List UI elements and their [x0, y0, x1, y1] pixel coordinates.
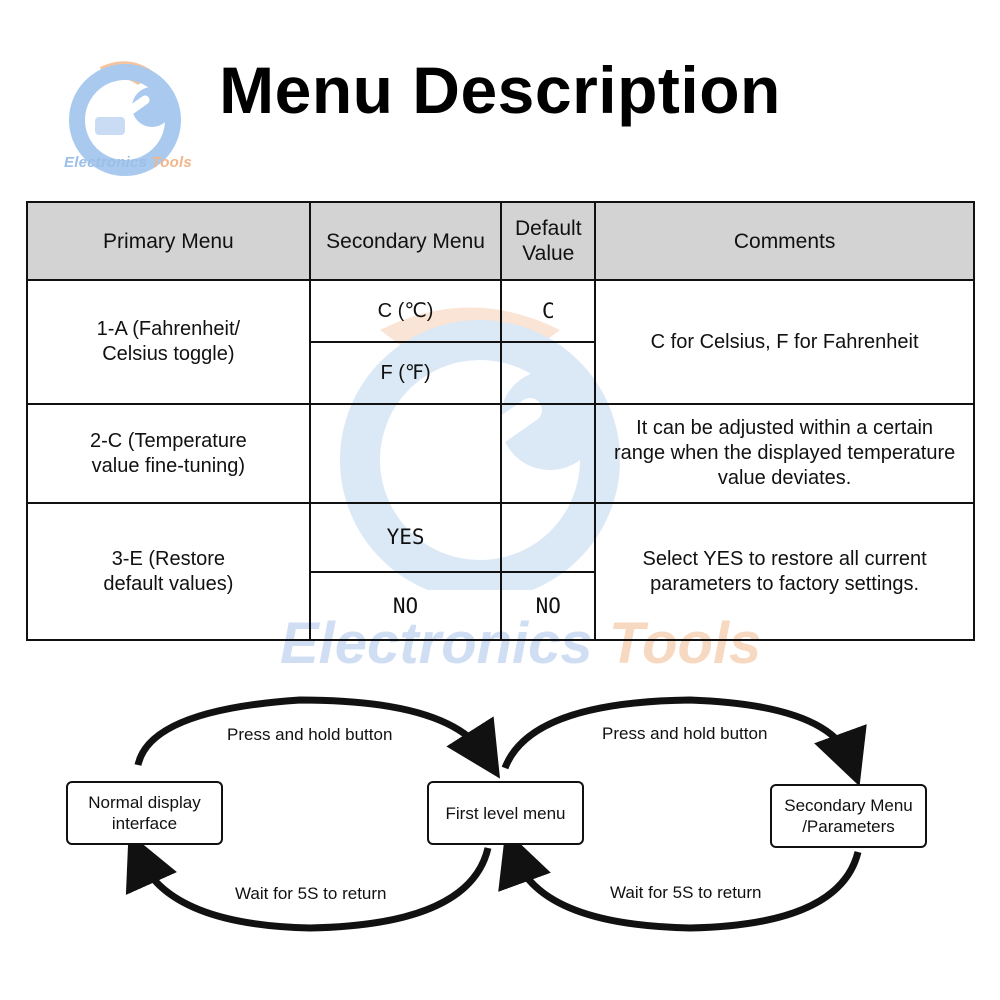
- header-comments: Comments: [594, 201, 975, 281]
- default-cell: [500, 341, 597, 405]
- label-left-bottom: Wait for 5S to return: [235, 884, 387, 903]
- arrow-left-bottom: [125, 832, 492, 932]
- brand-logo: [69, 61, 181, 176]
- header-default-value: Default Value: [500, 201, 597, 281]
- header-primary-menu: Primary Menu: [26, 201, 311, 281]
- secondary-cell: [308, 403, 503, 504]
- flow-arrows: [125, 696, 867, 932]
- page-title: Menu Description: [219, 53, 781, 127]
- comment-cell: It can be adjusted within a certain rang…: [594, 403, 975, 504]
- arrow-left-top: [134, 696, 501, 779]
- menu-table: Primary Menu Secondary Menu Default Valu…: [26, 201, 975, 641]
- secondary-cell: F (℉): [308, 341, 503, 405]
- table-row: 1-A (Fahrenheit/ Celsius toggle) C (℃) C…: [26, 279, 975, 405]
- node-secondary-menu: Secondary Menu /Parameters: [770, 784, 927, 848]
- table-row: 2-C (Temperature value fine-tuning) It c…: [26, 403, 975, 504]
- primary-cell: 3-E (Restore default values): [26, 502, 311, 641]
- secondary-cell: C (℃): [308, 279, 503, 343]
- label-right-top: Press and hold button: [602, 724, 768, 743]
- primary-cell: 2-C (Temperature value fine-tuning): [26, 403, 311, 504]
- logo-wordmark: Electronics Tools: [64, 154, 192, 171]
- label-right-bottom: Wait for 5S to return: [610, 883, 762, 902]
- default-cell: [500, 403, 597, 504]
- arrow-right-top: [501, 696, 867, 787]
- secondary-cell: NO: [308, 571, 503, 641]
- table-header-row: Primary Menu Secondary Menu Default Valu…: [26, 201, 975, 281]
- node-normal-display: Normal display interface: [66, 781, 223, 845]
- default-cell: [500, 502, 597, 573]
- table-row: 3-E (Restore default values) YES Select …: [26, 502, 975, 641]
- table-row: F (℉): [27, 341, 974, 405]
- default-cell: C: [500, 279, 597, 343]
- arrow-right-bottom: [498, 829, 862, 932]
- node-first-level-menu: First level menu: [427, 781, 584, 845]
- label-left-top: Press and hold button: [227, 725, 393, 744]
- flow-diagram: Normal display interface First level men…: [0, 680, 1000, 1000]
- default-cell: NO: [500, 571, 597, 641]
- primary-cell: 1-A (Fahrenheit/ Celsius toggle): [26, 279, 311, 405]
- comment-cell: C for Celsius, F for Fahrenheit: [594, 279, 975, 405]
- header-secondary-menu: Secondary Menu: [308, 201, 503, 281]
- secondary-cell: YES: [308, 502, 503, 573]
- table-row: NO NO: [27, 571, 974, 641]
- comment-cell: Select YES to restore all current parame…: [594, 502, 975, 641]
